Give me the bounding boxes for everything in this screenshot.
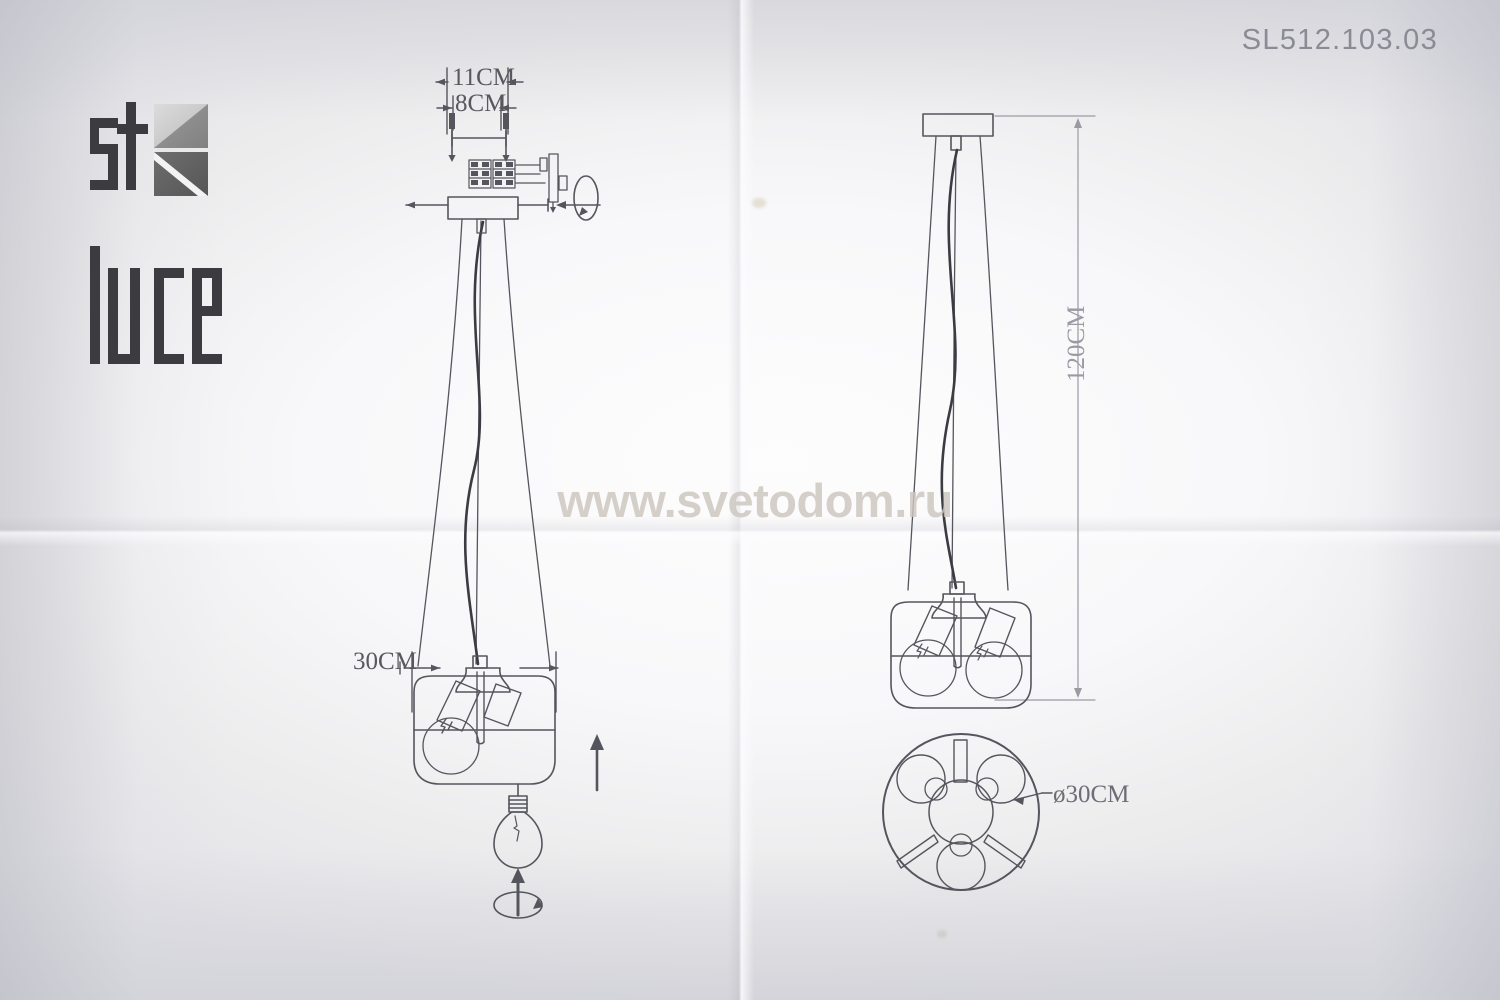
dimension-label-8cm: 8CM (455, 90, 507, 117)
dimension-label-120cm: 120CM (1063, 305, 1090, 382)
dimension-label-diameter-30cm: ø30CM (1053, 781, 1130, 808)
product-code: SL512.103.03 (1241, 24, 1438, 56)
brand-logo (84, 96, 244, 396)
logo-emblem (154, 104, 208, 196)
dimension-label-11cm: 11CM (452, 64, 515, 91)
dimension-label-30cm: 30CM (353, 648, 417, 675)
